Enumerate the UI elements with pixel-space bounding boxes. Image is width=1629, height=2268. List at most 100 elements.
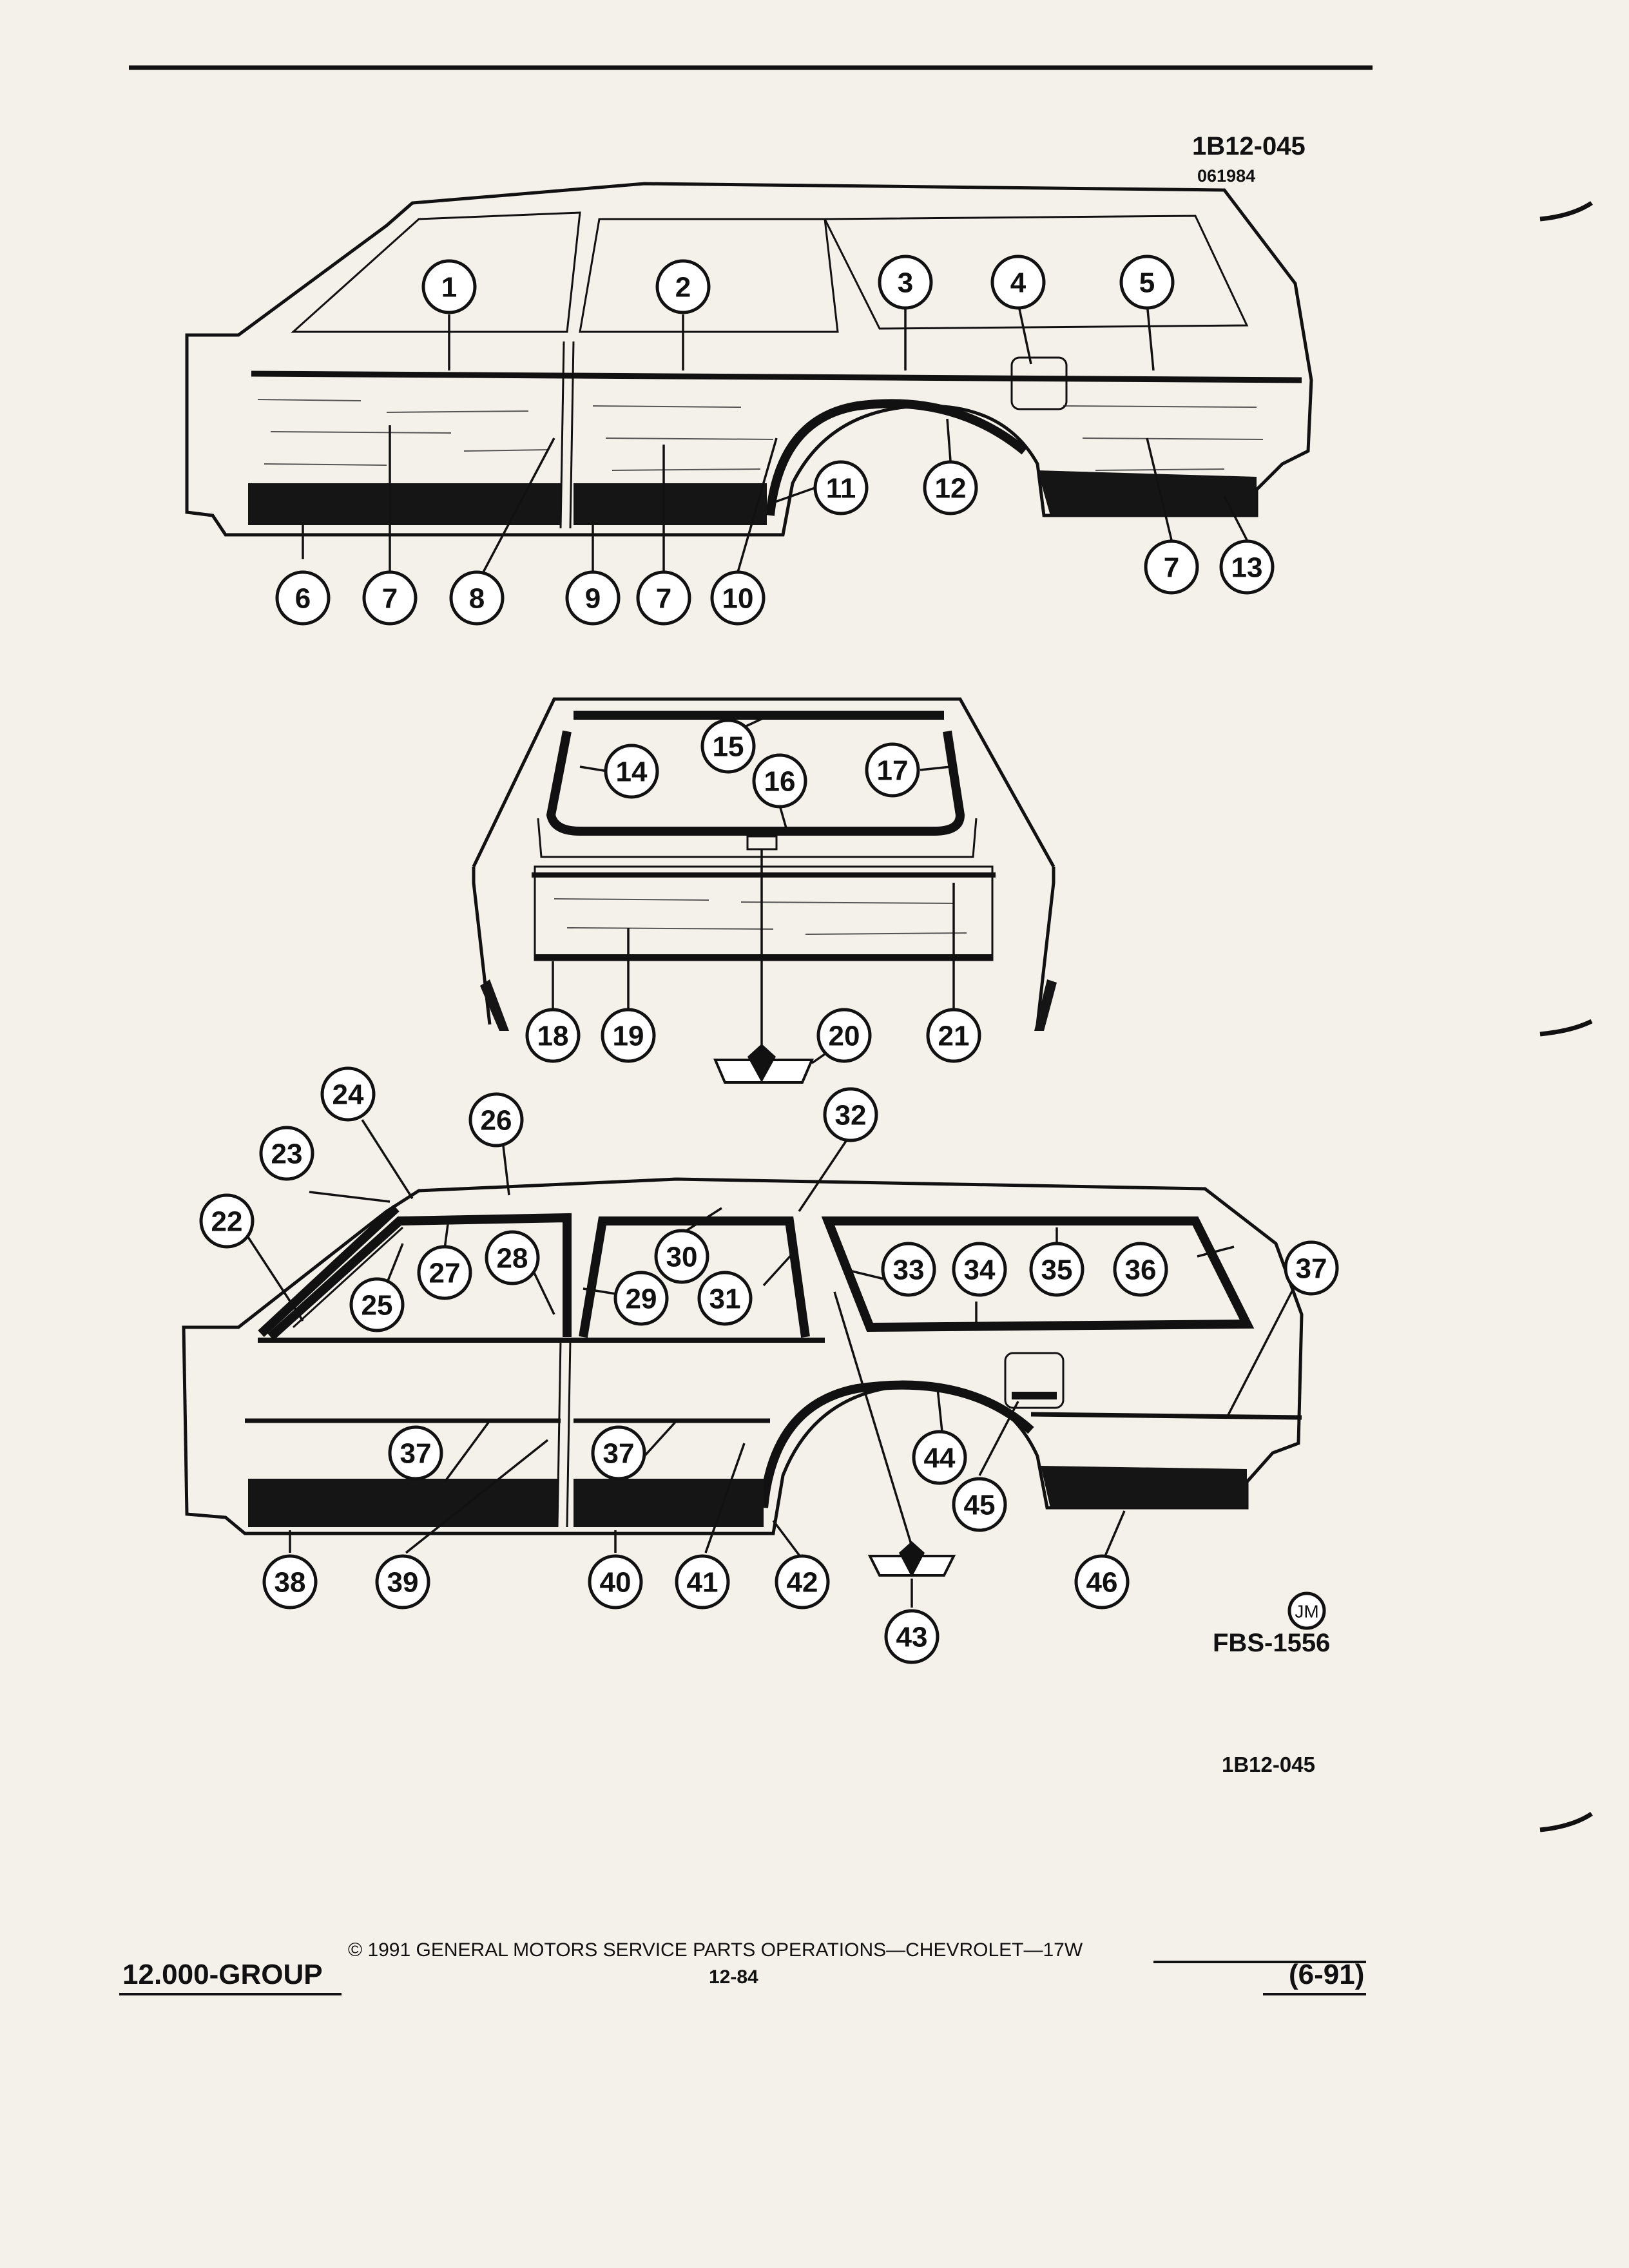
svg-text:30: 30 bbox=[666, 1242, 698, 1273]
svg-text:12: 12 bbox=[935, 473, 967, 505]
svg-text:26: 26 bbox=[481, 1105, 512, 1137]
callout-24: 24 bbox=[320, 1066, 376, 1122]
svg-text:37: 37 bbox=[603, 1438, 635, 1470]
svg-text:23: 23 bbox=[271, 1139, 303, 1170]
callout-30: 30 bbox=[654, 1229, 709, 1284]
callout-17: 17 bbox=[865, 742, 920, 798]
svg-text:40: 40 bbox=[600, 1567, 631, 1599]
svg-text:JM: JM bbox=[1295, 1602, 1318, 1622]
svg-text:36: 36 bbox=[1125, 1254, 1157, 1286]
callout-group-rear: 14 15 16 17 18 19 20 21 bbox=[525, 718, 981, 1063]
svg-text:7: 7 bbox=[382, 583, 398, 615]
callout-39: 39 bbox=[375, 1554, 430, 1610]
svg-text:34: 34 bbox=[964, 1254, 996, 1286]
callout-14: 14 bbox=[604, 744, 659, 799]
callout-7c: 7 bbox=[1144, 539, 1199, 595]
svg-text:25: 25 bbox=[361, 1290, 393, 1321]
svg-text:21: 21 bbox=[938, 1021, 970, 1052]
callout-32: 32 bbox=[823, 1087, 878, 1142]
svg-text:27: 27 bbox=[429, 1258, 461, 1289]
callout-9: 9 bbox=[565, 570, 621, 626]
svg-text:45: 45 bbox=[964, 1490, 996, 1521]
callout-2: 2 bbox=[655, 259, 711, 314]
footer-copyright: © 1991 GENERAL MOTORS SERVICE PARTS OPER… bbox=[348, 1939, 1083, 1961]
callout-7a: 7 bbox=[362, 570, 418, 626]
callout-3: 3 bbox=[878, 255, 933, 310]
callout-4: 4 bbox=[990, 255, 1046, 310]
svg-text:38: 38 bbox=[275, 1567, 306, 1599]
svg-text:15: 15 bbox=[713, 731, 744, 763]
illustration-date: 061984 bbox=[1197, 166, 1256, 186]
callout-23: 23 bbox=[259, 1126, 314, 1181]
figure-code: FBS-1556 bbox=[1213, 1629, 1331, 1657]
top-wagon-side-view: 1 2 3 4 5 6 7 8 9 7 10 11 12 7 13 bbox=[185, 182, 1313, 626]
callout-6: 6 bbox=[275, 570, 331, 626]
svg-text:1: 1 bbox=[441, 272, 457, 303]
bottom-wagon-side-view: 22 23 24 25 26 27 28 29 30 31 32 33 34 3… bbox=[182, 1066, 1339, 1664]
svg-text:18: 18 bbox=[537, 1021, 569, 1052]
footer-group: 12.000-GROUP bbox=[122, 1959, 323, 1990]
svg-text:29: 29 bbox=[626, 1283, 657, 1315]
callout-33: 33 bbox=[881, 1242, 936, 1297]
artist-mark: JM bbox=[1287, 1591, 1326, 1630]
callout-37b: 37 bbox=[388, 1425, 443, 1481]
callout-10: 10 bbox=[710, 570, 766, 626]
svg-text:16: 16 bbox=[764, 766, 796, 798]
callout-11: 11 bbox=[813, 460, 869, 515]
svg-text:32: 32 bbox=[835, 1100, 867, 1131]
callout-35: 35 bbox=[1029, 1242, 1084, 1297]
svg-text:41: 41 bbox=[687, 1567, 718, 1599]
callout-40: 40 bbox=[588, 1554, 643, 1610]
svg-text:39: 39 bbox=[387, 1567, 419, 1599]
callout-46: 46 bbox=[1074, 1554, 1130, 1610]
callout-1: 1 bbox=[421, 259, 477, 314]
callout-41: 41 bbox=[675, 1554, 730, 1610]
svg-text:8: 8 bbox=[469, 583, 485, 615]
svg-text:14: 14 bbox=[616, 756, 648, 788]
callout-18: 18 bbox=[525, 1008, 581, 1063]
svg-text:2: 2 bbox=[675, 272, 691, 303]
svg-text:6: 6 bbox=[295, 583, 311, 615]
svg-text:19: 19 bbox=[613, 1021, 644, 1052]
footer-revision-date: (6-91) bbox=[1289, 1959, 1365, 1990]
callout-20: 20 bbox=[816, 1008, 872, 1063]
callout-43: 43 bbox=[884, 1609, 940, 1664]
svg-text:7: 7 bbox=[1164, 552, 1179, 584]
svg-text:13: 13 bbox=[1231, 552, 1263, 584]
svg-text:33: 33 bbox=[893, 1254, 925, 1286]
callout-27: 27 bbox=[417, 1245, 472, 1300]
callout-37c: 37 bbox=[591, 1425, 646, 1481]
callout-45: 45 bbox=[952, 1477, 1007, 1532]
callout-5: 5 bbox=[1119, 255, 1175, 310]
svg-text:10: 10 bbox=[722, 583, 754, 615]
svg-text:9: 9 bbox=[585, 583, 601, 615]
illustration-ref: 1B12-045 bbox=[1192, 132, 1306, 160]
svg-text:37: 37 bbox=[400, 1438, 432, 1470]
footer-page-number: 12-84 bbox=[709, 1966, 758, 1988]
callout-15: 15 bbox=[700, 718, 756, 774]
svg-text:17: 17 bbox=[877, 755, 909, 787]
callout-25: 25 bbox=[349, 1277, 405, 1332]
svg-text:37: 37 bbox=[1296, 1253, 1327, 1285]
callout-16: 16 bbox=[752, 753, 807, 809]
svg-text:42: 42 bbox=[787, 1567, 818, 1599]
callout-19: 19 bbox=[601, 1008, 656, 1063]
callout-22: 22 bbox=[199, 1193, 255, 1249]
callout-29: 29 bbox=[613, 1271, 669, 1326]
svg-text:24: 24 bbox=[333, 1079, 364, 1111]
svg-text:7: 7 bbox=[656, 583, 671, 615]
svg-text:35: 35 bbox=[1041, 1254, 1073, 1286]
callout-group-top: 1 2 3 4 5 6 7 8 9 7 10 11 12 7 13 bbox=[275, 255, 1275, 626]
svg-text:5: 5 bbox=[1139, 267, 1155, 299]
svg-text:44: 44 bbox=[924, 1443, 956, 1474]
callout-37a: 37 bbox=[1284, 1240, 1339, 1296]
callout-12: 12 bbox=[923, 460, 978, 515]
callout-8: 8 bbox=[449, 570, 505, 626]
rear-tailgate-view: 14 15 16 17 18 19 20 21 bbox=[472, 697, 1057, 1084]
callout-36: 36 bbox=[1113, 1242, 1168, 1297]
svg-text:31: 31 bbox=[709, 1283, 741, 1315]
svg-text:43: 43 bbox=[896, 1622, 928, 1653]
callout-42: 42 bbox=[775, 1554, 830, 1610]
